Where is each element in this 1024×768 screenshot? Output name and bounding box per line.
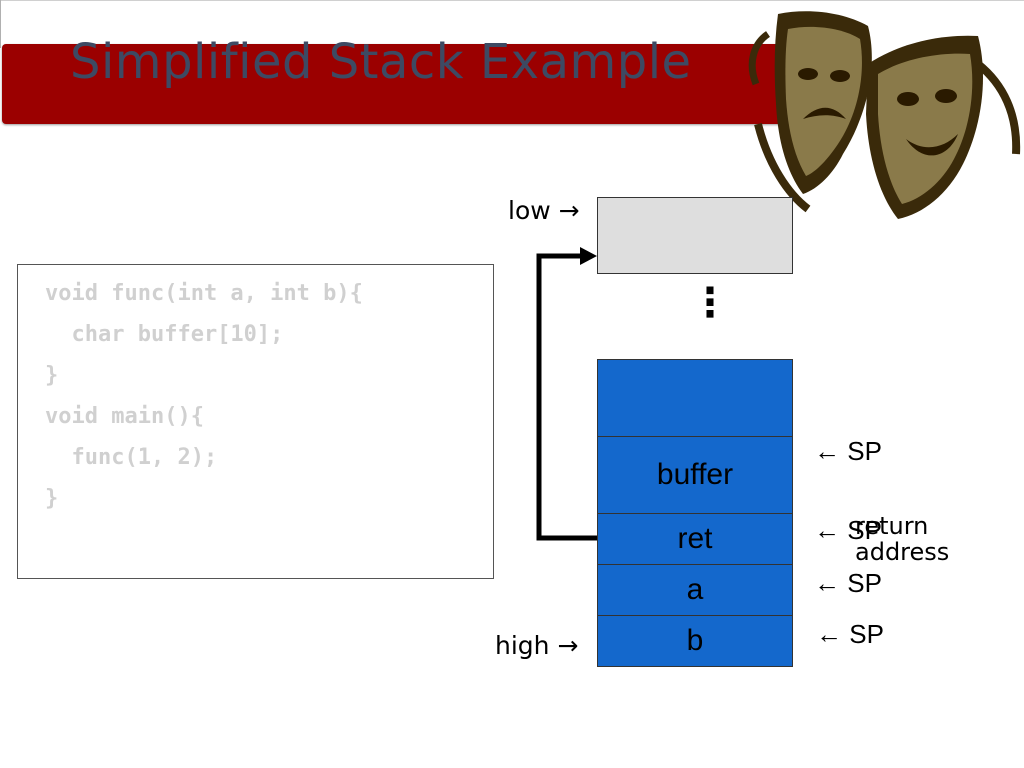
stack-cell-a: a <box>597 564 793 616</box>
return-note-line: return <box>855 512 929 540</box>
code-line: } <box>45 486 59 511</box>
high-address-label: high → <box>495 631 579 660</box>
sp-label: ← SP <box>814 568 882 598</box>
arrow-head <box>580 247 597 265</box>
code-line: func(1, 2); <box>45 445 218 470</box>
left-border-line <box>0 0 1 48</box>
stack-cell-empty <box>597 359 793 437</box>
code-line: void func(int a, int b){ <box>45 281 363 306</box>
stack-cell-buffer: buffer <box>597 436 793 514</box>
return-address-note: return address <box>855 513 949 565</box>
low-address-label: low → <box>508 196 580 225</box>
slide-title: Simplified Stack Example <box>70 34 692 90</box>
code-line: char buffer[10]; <box>45 322 284 347</box>
top-border-line <box>0 0 1024 1</box>
code-panel: void func(int a, int b){ char buffer[10]… <box>17 264 494 579</box>
sp-label: ← SP <box>816 619 884 649</box>
sp-label: ← SP <box>814 436 882 466</box>
code-line: } <box>45 363 59 388</box>
ellipsis-icon: ⋮ <box>690 280 730 326</box>
return-note-line: address <box>855 538 950 566</box>
return-address-arrow <box>536 253 597 541</box>
theater-masks-icon <box>748 11 1021 219</box>
stack-cell-ret: ret <box>597 513 793 565</box>
code-line: void main(){ <box>45 404 204 429</box>
sp-label: ← SP <box>814 515 882 545</box>
stack-cell-top <box>597 197 793 274</box>
stack-cell-b: b <box>597 615 793 667</box>
